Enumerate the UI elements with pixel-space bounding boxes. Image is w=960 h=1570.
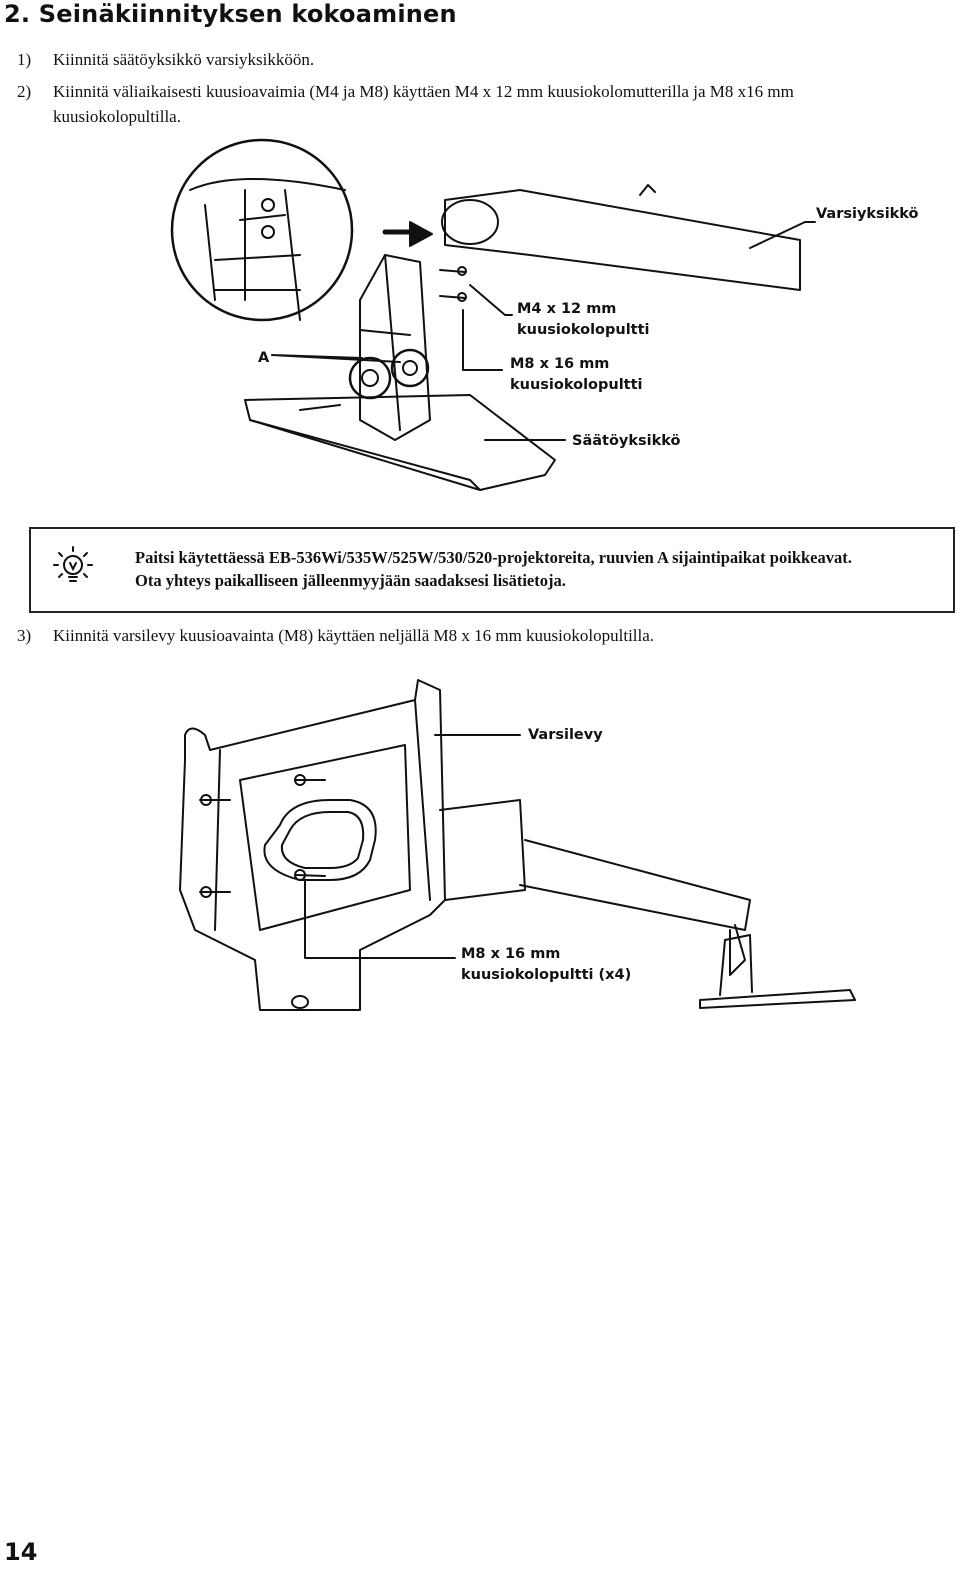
step-text-continued: kuusiokolopultilla. — [53, 107, 181, 126]
label-m4-bolt: M4 x 12 mm — [517, 301, 616, 317]
step-3: 3) Kiinnitä varsilevy kuusioavainta (M8) … — [17, 623, 937, 648]
detail-zoom-content — [189, 178, 346, 321]
label-m8-bolt: M8 x 16 mm — [510, 356, 609, 372]
adjust-foot — [699, 934, 856, 1009]
plate-oval-slot — [263, 799, 377, 881]
tip-line-2: Ota yhteys paikalliseen jälleenmyyjään s… — [135, 571, 566, 590]
tip-text: Paitsi käytettäessä EB-536Wi/535W/525W/5… — [135, 546, 955, 592]
label-m4-bolt-type: kuusiokolopultti — [517, 322, 650, 338]
bolt-a-left — [348, 356, 392, 400]
label-adjust-unit: Säätöyksikkö — [572, 433, 680, 449]
step-number: 3) — [17, 626, 32, 645]
tip-box: Paitsi käytettäessä EB-536Wi/535W/525W/5… — [29, 527, 955, 613]
figure-arm-plate-assembly: Varsilevy M8 x 16 mm kuusiokolopultti (x… — [179, 679, 856, 1011]
adjust-base-plate — [244, 394, 556, 491]
label-m8-bolts: M8 x 16 mm — [461, 946, 560, 962]
step-1: 1) Kiinnitä säätöyksikkö varsiyksikköön. — [17, 47, 937, 72]
step-2: 2) Kiinnitä väliaikaisesti kuusioavaimia … — [17, 79, 937, 129]
arm-plate — [179, 679, 446, 1011]
adjust-bracket — [359, 254, 431, 441]
step-number: 1) — [17, 50, 32, 69]
step-text: Kiinnitä säätöyksikkö varsiyksikköön. — [53, 50, 315, 69]
step-text: Kiinnitä väliaikaisesti kuusioavaimia (M… — [53, 82, 794, 101]
section-heading: 2. Seinäkiinnityksen kokoaminen — [4, 0, 457, 28]
lightbulb-icon — [53, 546, 93, 582]
step-text: Kiinnitä varsilevy kuusioavainta (M8) kä… — [53, 626, 655, 645]
arm-tube — [444, 189, 801, 291]
step-number: 2) — [17, 82, 32, 101]
label-m8-bolts-type: kuusiokolopultti (x4) — [461, 967, 631, 983]
label-arm-plate: Varsilevy — [528, 727, 603, 743]
tip-line-1: Paitsi käytettäessä EB-536Wi/535W/525W/5… — [135, 548, 852, 567]
label-m8-bolt-type: kuusiokolopultti — [510, 377, 643, 393]
label-a: A — [258, 350, 270, 366]
detail-zoom-circle — [170, 138, 354, 322]
bolt-a-right — [390, 348, 430, 388]
arm-body — [439, 799, 751, 931]
page-number: 14 — [4, 1538, 38, 1566]
figure-adjust-unit-assembly: Varsiyksikkö M4 x 12 mm kuusiokolopultti… — [170, 138, 919, 491]
label-arm-unit: Varsiyksikkö — [816, 206, 919, 222]
